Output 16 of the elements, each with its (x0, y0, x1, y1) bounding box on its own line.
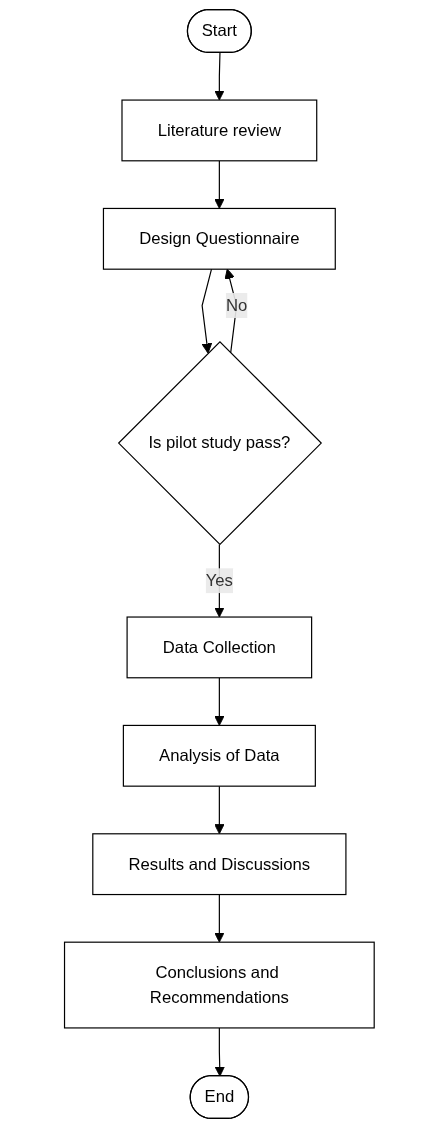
arrow (214, 1027, 226, 1077)
node-box: Literature review (121, 99, 318, 162)
node-box: Design Questionnaire (103, 207, 336, 270)
arrow (214, 677, 225, 726)
node-box: Data Collection (126, 616, 313, 679)
node-box: Results and Discussions (92, 833, 347, 896)
arrow (214, 785, 225, 835)
edge-label: No (226, 295, 248, 315)
arrow (214, 893, 225, 943)
arrow (201, 268, 213, 354)
arrow (214, 52, 225, 101)
node-box: Analysis of Data (122, 724, 317, 787)
node-diamond: Is pilot study pass? (117, 341, 323, 546)
edge-label: Yes (205, 570, 234, 590)
arrow (214, 160, 225, 209)
node-box: Conclusions and Recommendations (64, 941, 375, 1029)
